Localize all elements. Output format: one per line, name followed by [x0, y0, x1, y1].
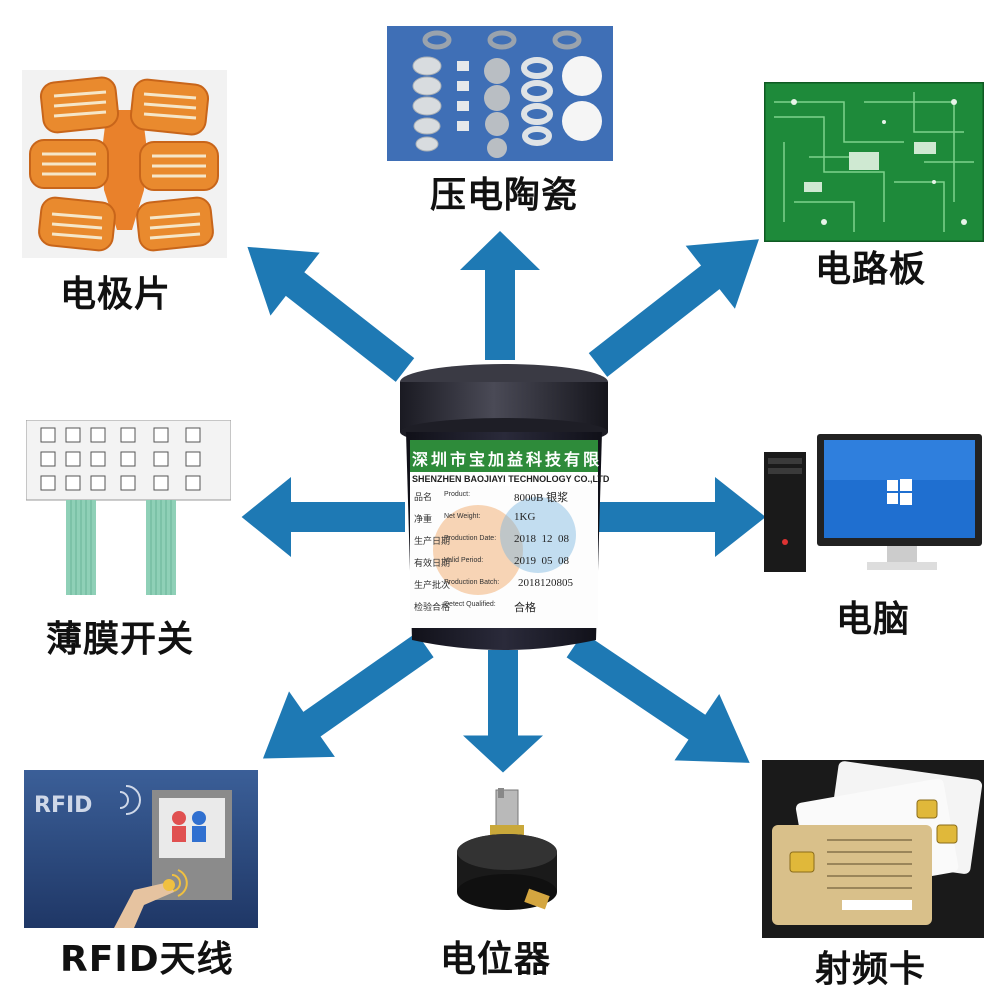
- label-key-en: Detect Qualified:: [444, 601, 496, 608]
- rf-card-image: [762, 760, 984, 938]
- label-key-en: Product:: [444, 491, 471, 498]
- potentiometer-image: [457, 788, 557, 910]
- label-key-en: Valid Period:: [444, 557, 484, 564]
- company-name-cn: 深圳市宝加益科技有限公司: [412, 450, 641, 469]
- label-membrane-switch: 薄膜开关: [46, 619, 195, 660]
- arrow-up: [460, 231, 540, 360]
- label-row: 生产日期 Production Date: 2018 12 08: [414, 533, 598, 556]
- label-rfid-antenna: RFID天线: [60, 939, 234, 980]
- label-value: 2018 12 08: [514, 533, 569, 545]
- label-key-cn: 净重: [414, 515, 433, 525]
- piezo-ceramic-image: [387, 26, 613, 161]
- label-key-cn: 品名: [414, 493, 433, 503]
- label-value: 1KG: [514, 511, 536, 523]
- rfid-text: RFID: [34, 793, 92, 818]
- label-key-en: Production Batch:: [444, 579, 500, 586]
- rfid-antenna-image: RFID: [24, 770, 258, 928]
- label-key-cn: 检验合格: [414, 603, 451, 613]
- arrow-down: [463, 650, 543, 773]
- label-table: 品名 Product: 8000B 银浆 净重 Net Weight: 1KG …: [414, 490, 598, 622]
- label-key-cn: 有效日期: [414, 559, 451, 569]
- label-rf-card: 射频卡: [815, 949, 927, 990]
- electrode-pad-image: [22, 70, 227, 258]
- arrow-left: [241, 477, 405, 557]
- label-key-cn: 生产日期: [414, 537, 451, 547]
- label-piezo-ceramic: 压电陶瓷: [430, 175, 579, 216]
- label-key-en: Net Weight:: [444, 513, 481, 520]
- company-name-en: SHENZHEN BAOJIAYI TECHNOLOGY CO.,LTD: [412, 474, 610, 484]
- arrow-right: [598, 477, 766, 557]
- label-value: 合格: [514, 601, 536, 614]
- label-value: 2019 05 08: [514, 555, 569, 567]
- label-row: 检验合格 Detect Qualified: 合格: [414, 600, 598, 622]
- label-row: 有效日期 Valid Period: 2019 05 08: [414, 555, 598, 578]
- label-value: 2018120805: [518, 577, 573, 589]
- silver-paste-jar: 深圳市宝加益科技有限公司 SHENZHEN BAOJIAYI TECHNOLOG…: [398, 360, 641, 660]
- label-row: 生产批次 Production Batch: 2018120805: [414, 577, 598, 600]
- membrane-switch-image: [26, 420, 231, 595]
- label-row: 净重 Net Weight: 1KG: [414, 511, 598, 534]
- label-row: 品名 Product: 8000B 银浆: [414, 490, 598, 512]
- label-potentiometer: 电位器: [440, 939, 552, 980]
- label-computer: 电脑: [836, 599, 911, 640]
- label-electrode-pad: 电极片: [60, 274, 172, 315]
- label-key-cn: 生产批次: [414, 581, 451, 591]
- label-circuit-board: 电路板: [815, 249, 927, 290]
- label-value: 8000B 银浆: [514, 492, 569, 504]
- circuit-board-image: [764, 82, 984, 242]
- computer-image: [764, 434, 982, 572]
- label-key-en: Production Date:: [444, 535, 497, 542]
